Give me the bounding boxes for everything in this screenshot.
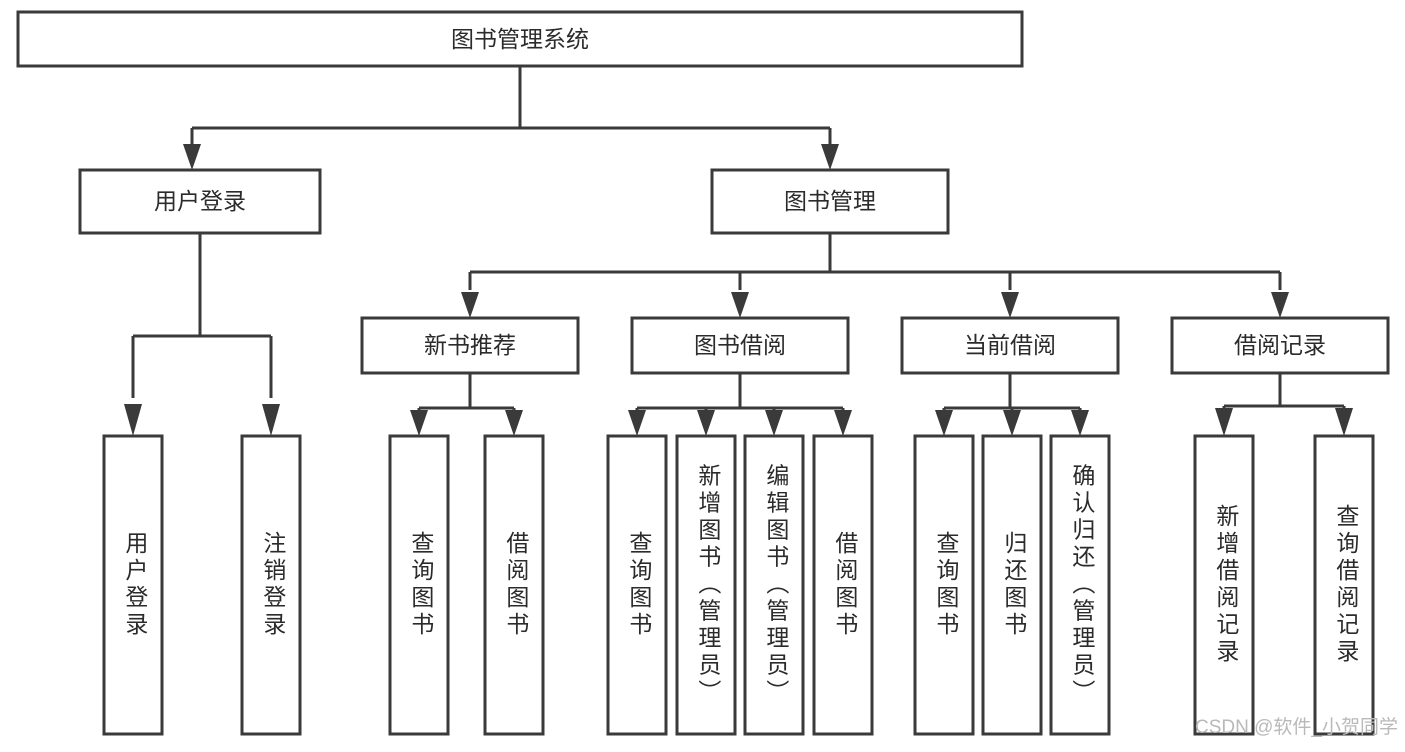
- node-leaf-return-book-box[interactable]: [981, 434, 1043, 736]
- arrow-leaf-query-book-3: [935, 410, 953, 436]
- node-user-login-box[interactable]: [78, 168, 322, 235]
- node-leaf-edit-book-label: 编辑图书（管理员）: [763, 464, 790, 707]
- arrow-leaf-confirm-return: [1071, 410, 1089, 436]
- arrow-leaf-logout-login: [262, 404, 280, 436]
- node-leaf-logout-login-box[interactable]: [240, 434, 302, 736]
- arrow-leaf-return-book: [1003, 410, 1021, 436]
- node-leaf-query-book-1-label: 查询图书: [408, 531, 435, 639]
- node-leaf-borrow-book-1-label: 借阅图书: [503, 531, 530, 639]
- node-leaf-confirm-return-box[interactable]: [1049, 434, 1111, 736]
- node-leaf-query-book-3-box[interactable]: [913, 434, 975, 736]
- node-leaf-query-book-3-label: 查询图书: [933, 531, 960, 639]
- node-leaf-add-book-box[interactable]: [675, 434, 737, 736]
- node-leaf-add-record-label: 新增借阅记录: [1213, 504, 1240, 666]
- arrow-leaf-edit-book: [765, 410, 783, 436]
- node-borrow-record-box[interactable]: [1170, 316, 1390, 375]
- node-leaf-user-login-label: 用户登录: [122, 531, 149, 639]
- arrow-leaf-query-record: [1335, 408, 1353, 436]
- node-leaf-edit-book[interactable]: 编辑图书（管理员）: [743, 434, 805, 736]
- node-leaf-add-record[interactable]: 新增借阅记录: [1193, 434, 1255, 736]
- node-leaf-query-book-1[interactable]: 查询图书: [388, 434, 450, 736]
- arrow-leaf-borrow-book-2: [834, 410, 852, 436]
- node-leaf-edit-book-box[interactable]: [743, 434, 805, 736]
- connector-layer: [124, 66, 1353, 436]
- node-root-label: 图书管理系统: [451, 26, 589, 52]
- node-leaf-borrow-book-1[interactable]: 借阅图书: [483, 434, 545, 736]
- node-leaf-query-book-2[interactable]: 查询图书: [606, 434, 668, 736]
- node-leaf-confirm-return[interactable]: 确认归还（管理员）: [1049, 434, 1111, 736]
- node-book-manage-box[interactable]: [710, 168, 950, 235]
- node-book-manage[interactable]: 图书管理: [710, 168, 950, 235]
- arrow-leaf-query-book-2: [628, 410, 646, 436]
- node-root[interactable]: 图书管理系统: [16, 10, 1024, 68]
- node-leaf-query-book-1-box[interactable]: [388, 434, 450, 736]
- node-borrow-record-label: 借阅记录: [1234, 332, 1326, 358]
- node-leaf-add-book-label: 新增图书（管理员）: [695, 464, 722, 707]
- node-root-box[interactable]: [16, 10, 1024, 68]
- arrow-leaf-borrow-book-1: [505, 410, 523, 436]
- arrow-leaf-add-record: [1215, 408, 1233, 436]
- node-leaf-return-book-label: 归还图书: [1001, 531, 1028, 639]
- arrow-to-book-manage: [821, 144, 839, 170]
- node-book-borrow-label: 图书借阅: [694, 332, 786, 358]
- arrow-leaf-query-book-1: [410, 410, 428, 436]
- node-leaf-query-record[interactable]: 查询借阅记录: [1313, 434, 1375, 736]
- node-leaf-borrow-book-2[interactable]: 借阅图书: [812, 434, 874, 736]
- arrow-to-borrow-record: [1271, 292, 1289, 318]
- node-leaf-user-login[interactable]: 用户登录: [102, 434, 164, 736]
- node-borrow-record[interactable]: 借阅记录: [1170, 316, 1390, 375]
- node-leaf-query-book-2-label: 查询图书: [626, 531, 653, 639]
- watermark-label: CSDN @软件_小贺同学: [1195, 716, 1398, 738]
- node-leaf-logout-login[interactable]: 注销登录: [240, 434, 302, 736]
- node-leaf-borrow-book-1-box[interactable]: [483, 434, 545, 736]
- node-user-login[interactable]: 用户登录: [78, 168, 322, 235]
- node-leaf-query-book-2-box[interactable]: [606, 434, 668, 736]
- node-leaf-add-book[interactable]: 新增图书（管理员）: [675, 434, 737, 736]
- node-leaf-logout-login-label: 注销登录: [260, 531, 287, 639]
- node-leaf-borrow-book-2-label: 借阅图书: [832, 531, 859, 639]
- arrow-leaf-user-login: [124, 404, 142, 436]
- node-leaf-user-login-box[interactable]: [102, 434, 164, 736]
- arrow-to-book-borrow: [731, 292, 749, 318]
- node-new-book-recommend-label: 新书推荐: [424, 332, 516, 358]
- arrow-leaf-add-book: [697, 410, 715, 436]
- node-current-borrow-label: 当前借阅: [964, 332, 1056, 358]
- node-leaf-query-book-3[interactable]: 查询图书: [913, 434, 975, 736]
- node-user-login-label: 用户登录: [154, 188, 246, 214]
- node-current-borrow[interactable]: 当前借阅: [900, 316, 1120, 375]
- arrow-to-current-borrow: [1001, 292, 1019, 318]
- node-new-book-recommend[interactable]: 新书推荐: [360, 316, 580, 375]
- node-book-borrow[interactable]: 图书借阅: [630, 316, 850, 375]
- node-leaf-query-record-box[interactable]: [1313, 434, 1375, 736]
- node-current-borrow-box[interactable]: [900, 316, 1120, 375]
- node-leaf-add-record-box[interactable]: [1193, 434, 1255, 736]
- node-leaf-return-book[interactable]: 归还图书: [981, 434, 1043, 736]
- node-book-manage-label: 图书管理: [784, 188, 876, 214]
- node-book-borrow-box[interactable]: [630, 316, 850, 375]
- node-leaf-confirm-return-label: 确认归还（管理员）: [1069, 464, 1096, 707]
- node-leaf-borrow-book-2-box[interactable]: [812, 434, 874, 736]
- node-leaf-query-record-label: 查询借阅记录: [1333, 504, 1360, 666]
- node-new-book-recommend-box[interactable]: [360, 316, 580, 375]
- arrow-to-user-login: [183, 144, 201, 170]
- arrow-to-new-book-recommend: [461, 292, 479, 318]
